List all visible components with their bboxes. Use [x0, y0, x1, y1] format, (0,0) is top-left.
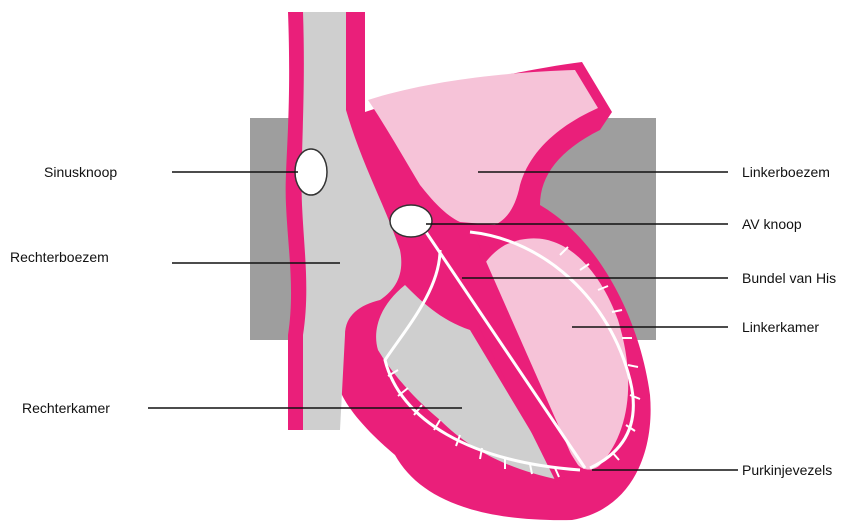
label-bundel-van-his: Bundel van His: [742, 270, 836, 286]
label-linkerkamer: Linkerkamer: [742, 319, 819, 335]
sinusknoop-node: [295, 149, 327, 195]
label-purkinjevezels: Purkinjevezels: [742, 462, 832, 478]
av-knoop-node: [390, 205, 432, 237]
label-rechterkamer: Rechterkamer: [22, 400, 110, 416]
label-rechterboezem: Rechterboezem: [10, 249, 109, 265]
label-sinusknoop: Sinusknoop: [44, 164, 117, 180]
label-av-knoop: AV knoop: [742, 216, 802, 232]
label-linkerboezem: Linkerboezem: [742, 164, 830, 180]
